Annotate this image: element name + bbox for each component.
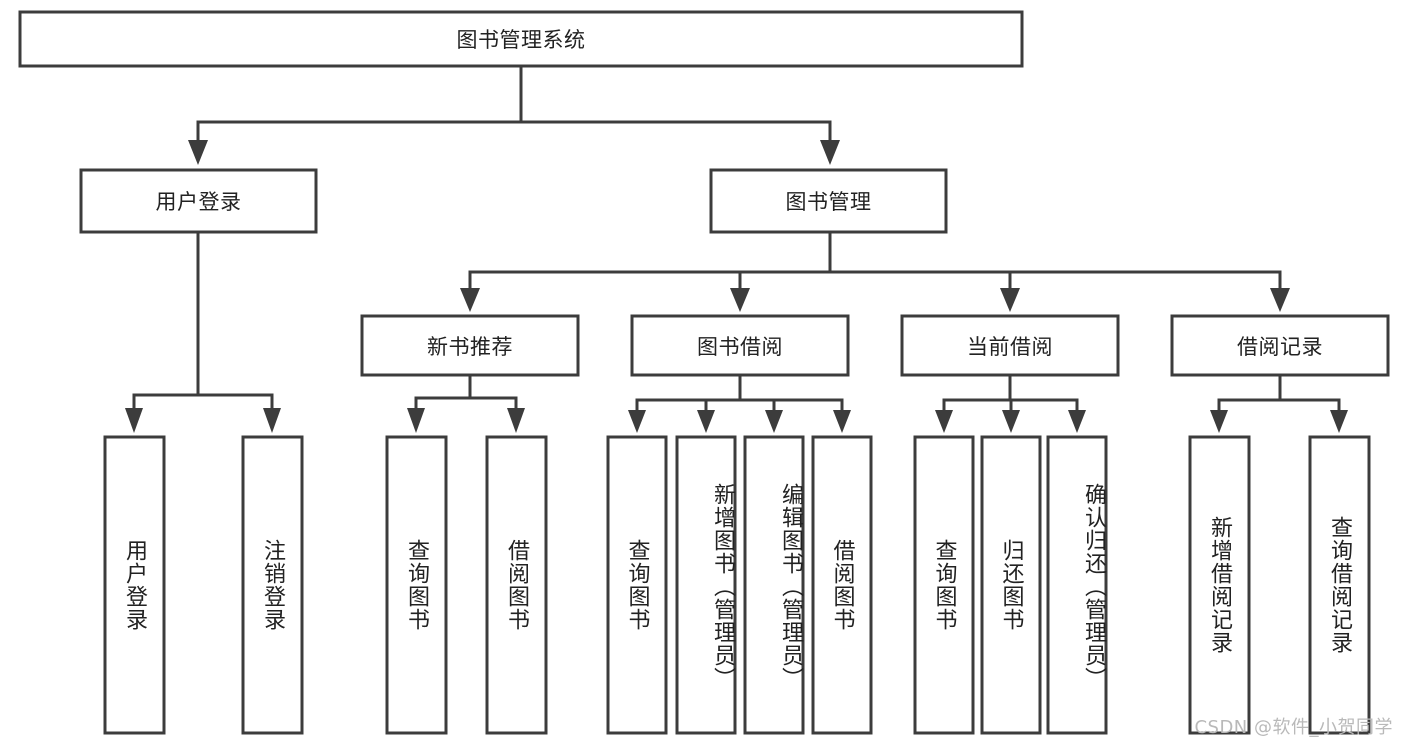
arrow-head-br-query-record — [1330, 410, 1348, 433]
leaf-box-bb-edit-book[interactable] — [743, 435, 805, 735]
node-box-user-login[interactable] — [79, 168, 318, 234]
arrow-head-new-book-rec — [460, 288, 480, 312]
leaf-box-nb-query-book[interactable] — [385, 435, 448, 735]
leaf-box-br-query-record[interactable] — [1308, 435, 1371, 735]
node-box-book-borrow[interactable] — [630, 314, 850, 377]
arrow-head-br-add-record — [1210, 410, 1228, 433]
node-box-root[interactable] — [18, 10, 1024, 68]
arrow-head-leaf-logout — [263, 408, 281, 433]
leaf-box-cb-query-book[interactable] — [913, 435, 975, 735]
arrow-head-cb-query-book — [935, 410, 953, 433]
leaf-box-logout[interactable] — [241, 435, 304, 735]
arrow-head-bb-query-book — [628, 410, 646, 433]
arrow-head-bb-add-book — [697, 410, 715, 433]
arrow-head-nb-query-book — [407, 408, 425, 433]
leaf-box-user-login[interactable] — [103, 435, 166, 735]
leaf-box-cb-return-book[interactable] — [980, 435, 1042, 735]
arrow-head-book-mgmt — [820, 140, 840, 165]
arrow-head-bb-borrow-book — [833, 410, 851, 433]
leaf-box-br-add-record[interactable] — [1188, 435, 1251, 735]
leaf-box-bb-borrow-book[interactable] — [811, 435, 873, 735]
leaf-box-nb-borrow-book[interactable] — [485, 435, 548, 735]
leaf-box-bb-query-book[interactable] — [606, 435, 668, 735]
node-box-current-borrow[interactable] — [900, 314, 1120, 377]
node-box-book-management[interactable] — [709, 168, 948, 234]
node-box-borrow-records[interactable] — [1170, 314, 1390, 377]
leaf-box-bb-add-book[interactable] — [675, 435, 737, 735]
leaf-box-cb-confirm-return[interactable] — [1046, 435, 1108, 735]
node-box-new-book-recommend[interactable] — [360, 314, 580, 377]
arrow-head-book-borrow — [730, 288, 750, 312]
arrow-head-cb-return-book — [1002, 410, 1020, 433]
arrow-head-cb-confirm-return — [1068, 410, 1086, 433]
arrow-head-current-borrow — [1000, 288, 1020, 312]
arrow-head-nb-borrow-book — [507, 408, 525, 433]
arrow-head-user-login — [188, 140, 208, 165]
arrow-head-leaf-user-login — [125, 408, 143, 433]
csdn-watermark: CSDN @软件_小贺同学 — [1194, 717, 1393, 738]
arrow-head-borrow-records — [1270, 288, 1290, 312]
arrow-head-bb-edit-book — [765, 410, 783, 433]
